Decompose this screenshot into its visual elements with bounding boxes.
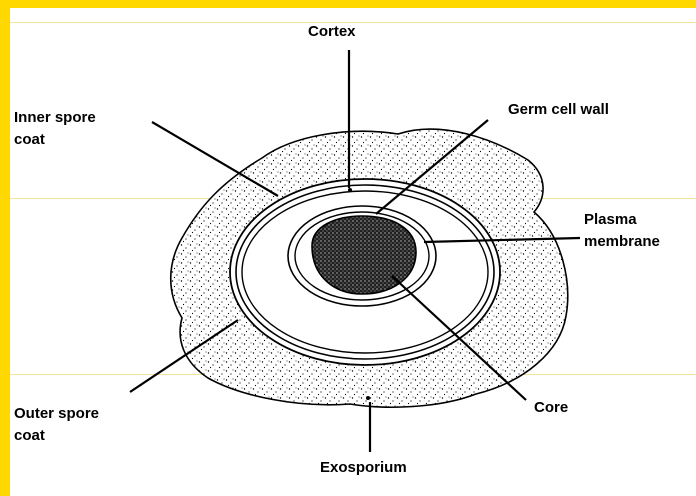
label-core: Core [534,398,568,418]
label-inner-spore-coat-2: coat [14,130,45,150]
label-plasma-membrane-2: membrane [584,232,660,252]
label-exosporium: Exosporium [320,458,407,478]
label-germ-cell-wall: Germ cell wall [508,100,609,120]
label-cortex: Cortex [308,22,356,42]
exosporium-marker [366,396,370,400]
label-inner-spore-coat-1: Inner spore [14,108,96,128]
label-outer-spore-coat-2: coat [14,426,45,446]
label-outer-spore-coat-1: Outer spore [14,404,99,424]
cortex-marker [348,188,352,192]
label-plasma-membrane-1: Plasma [584,210,637,230]
